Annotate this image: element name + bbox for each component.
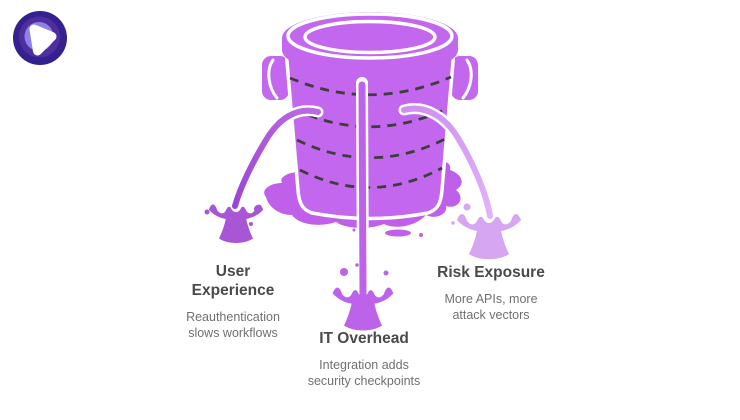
label-it-overhead: IT Overhead Integration adds security ch… — [274, 329, 454, 389]
label-user-experience-description: Reauthentication slows workflows — [186, 310, 280, 340]
leak-stream-right — [401, 105, 493, 219]
label-it-overhead-description: Integration adds security checkpoints — [307, 358, 421, 388]
label-risk-exposure: Risk Exposure More APIs, more attack vec… — [401, 263, 581, 323]
puddle-spot — [385, 229, 411, 237]
label-it-overhead-title: IT Overhead — [319, 330, 409, 347]
bucket-body — [284, 48, 456, 221]
puddle-droplet — [352, 228, 356, 232]
leak-stream-center — [358, 81, 367, 298]
droplets-right — [451, 203, 471, 225]
brand-logo — [13, 11, 67, 65]
label-risk-exposure-title: Risk Exposure — [437, 264, 545, 281]
label-user-experience: User Experience Reauthentication slows w… — [153, 262, 313, 341]
label-user-experience-title: User Experience — [191, 263, 275, 299]
logo-pick-icon — [29, 24, 57, 56]
leak-stream-left — [232, 107, 321, 209]
droplets-center — [340, 263, 389, 276]
puddle-droplet — [419, 233, 423, 237]
bucket-rim — [282, 12, 458, 76]
label-risk-exposure-description: More APIs, more attack vectors — [444, 292, 538, 322]
rim-inner-highlight — [303, 19, 437, 55]
rim-outer-highlight — [286, 12, 454, 60]
handle-hook-right — [461, 58, 473, 100]
handle-hook-left — [267, 58, 279, 100]
droplets-left — [204, 205, 262, 226]
